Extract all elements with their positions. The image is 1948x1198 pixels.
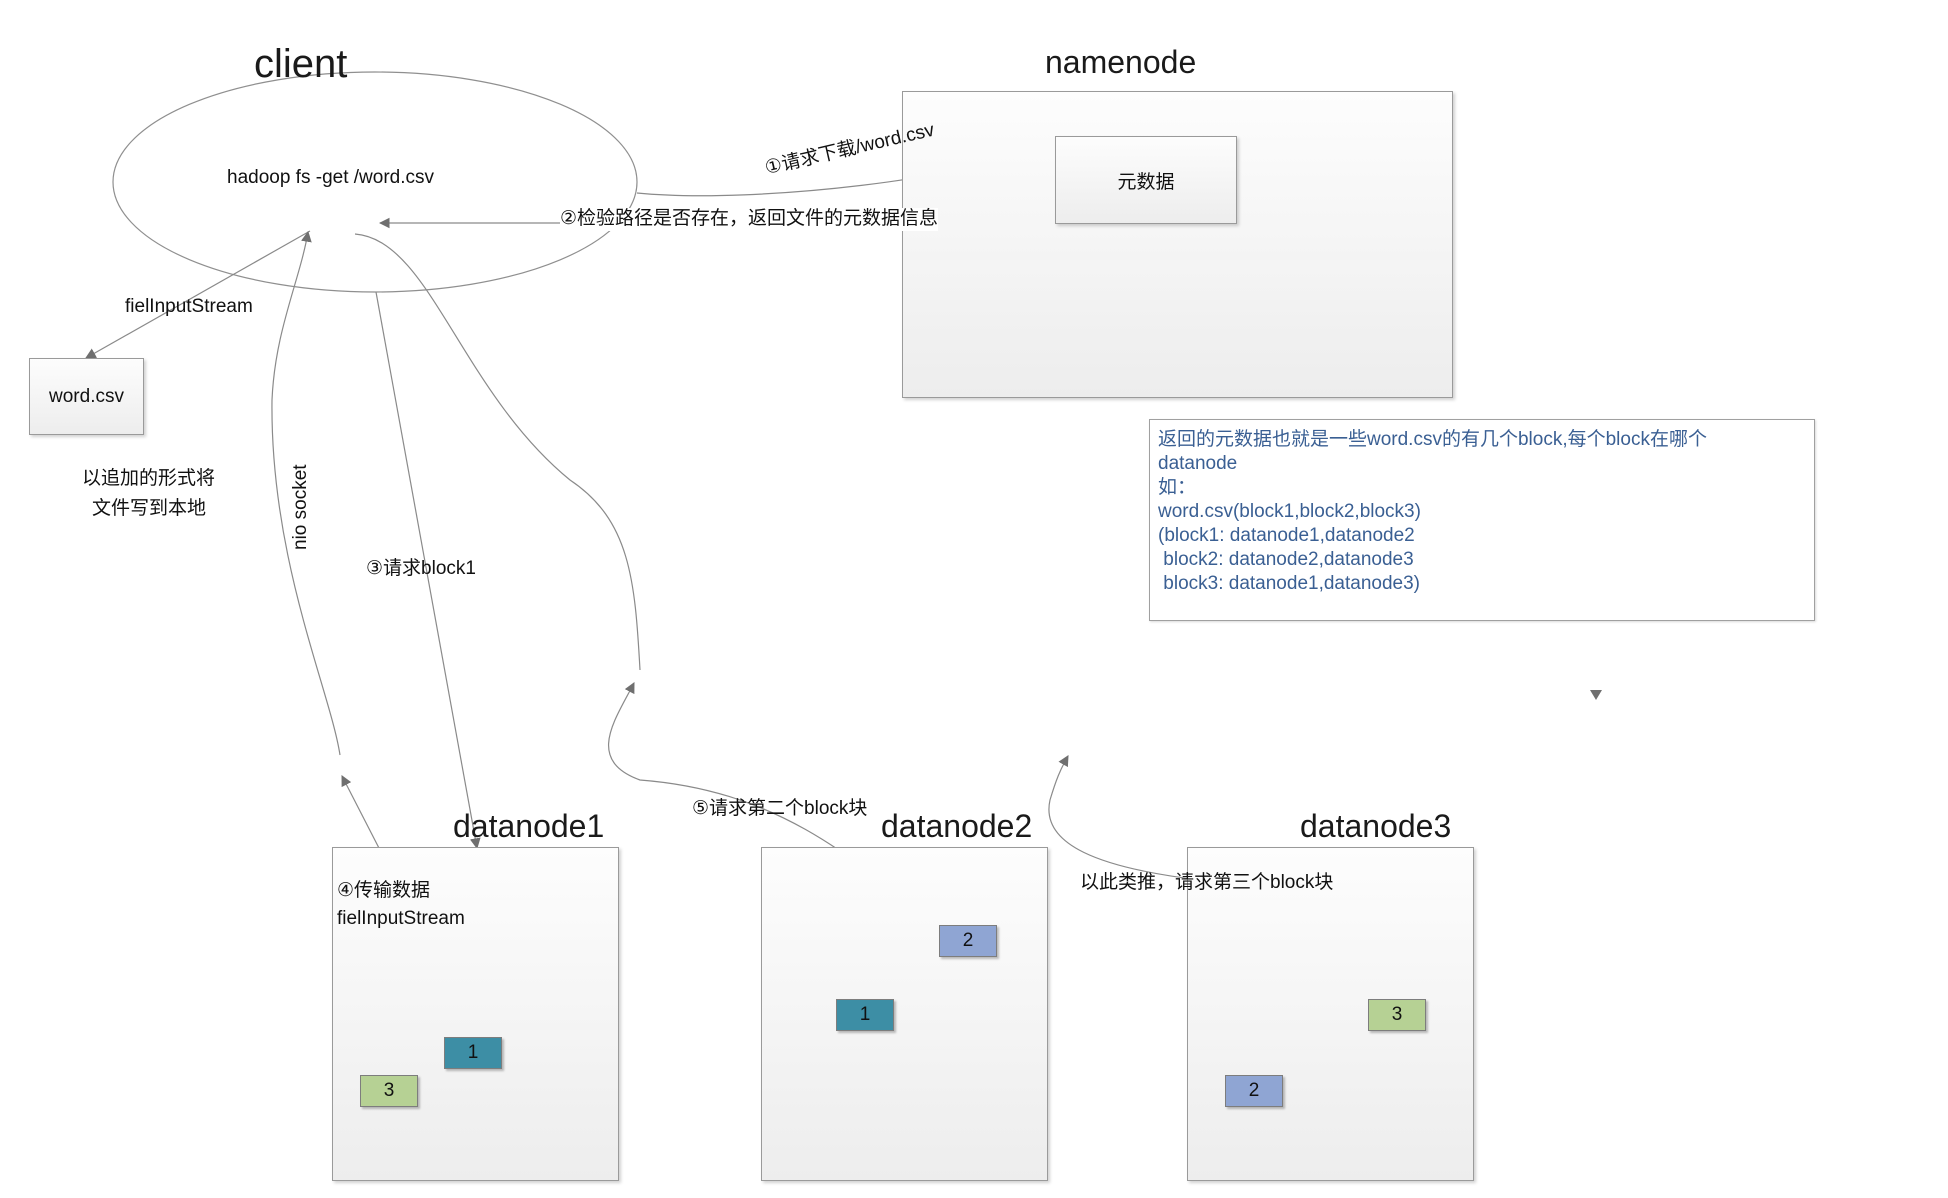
- arrow-return-flow: [354, 233, 641, 671]
- note-line: block2: datanode2,datanode3: [1158, 549, 1414, 570]
- dn3-block-3: 3: [1368, 999, 1426, 1031]
- step5-label: ⑤请求第二个block块: [692, 798, 868, 819]
- note-line: datanode: [1158, 453, 1238, 474]
- datanode2-title: datanode2: [881, 808, 1033, 844]
- note-anchor-triangle: [1590, 690, 1602, 700]
- namenode-title: namenode: [1045, 44, 1197, 80]
- input-stream-label: fielInputStream: [125, 296, 253, 317]
- step2-label: ②检验路径是否存在，返回文件的元数据信息: [560, 208, 939, 231]
- step3-label: ③请求block1: [366, 558, 476, 579]
- step4-label-line1: ④传输数据: [337, 880, 431, 901]
- append-label-line1: 以追加的形式将: [82, 468, 216, 489]
- note-line: 返回的元数据也就是一些word.csv的有几个block,每个block在哪个: [1158, 429, 1707, 450]
- datanode1-title: datanode1: [453, 808, 605, 844]
- client-title: client: [254, 42, 348, 86]
- dn3-block-2: 2: [1225, 1075, 1283, 1107]
- dn1-block-1: 1: [444, 1037, 502, 1069]
- arrow-nio-socket: [271, 230, 341, 756]
- step4-label-line2: fielInputStream: [337, 908, 465, 929]
- datanode3-title: datanode3: [1300, 808, 1452, 844]
- and-so-on-label: 以此类推，请求第三个block块: [1080, 872, 1334, 893]
- metadata-label: 元数据: [1117, 171, 1175, 193]
- local-file-box: word.csv: [29, 358, 144, 435]
- dn2-block-1: 1: [836, 999, 894, 1031]
- note-line: (block1: datanode1,datanode2: [1158, 525, 1415, 546]
- nio-socket-label: nio socket: [290, 464, 311, 550]
- local-file-name: word.csv: [49, 385, 124, 407]
- arrow-step3: [375, 291, 481, 850]
- append-label-line2: 文件写到本地: [92, 498, 207, 519]
- client-ellipse: [112, 71, 638, 293]
- arrow-to-local-file: [85, 230, 311, 359]
- note-line: word.csv(block1,block2,block3): [1158, 501, 1421, 522]
- datanode3-box: [1187, 847, 1474, 1181]
- datanode1-box: [332, 847, 619, 1181]
- metadata-note: 返回的元数据也就是一些word.csv的有几个block,每个block在哪个 …: [1149, 419, 1815, 621]
- dn1-block-3: 3: [360, 1075, 418, 1107]
- client-command: hadoop fs -get /word.csv: [227, 167, 434, 188]
- metadata-box: 元数据: [1055, 136, 1237, 224]
- datanode2-box: [761, 847, 1048, 1181]
- note-line: 如：: [1158, 477, 1197, 498]
- note-line: block3: datanode1,datanode3): [1158, 573, 1420, 594]
- dn2-block-2: 2: [939, 925, 997, 957]
